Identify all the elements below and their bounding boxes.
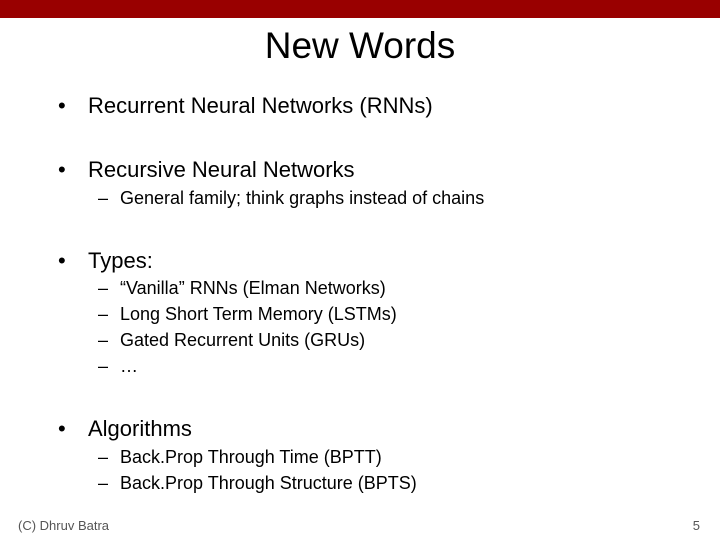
sub-bullet-item: –Back.Prop Through Structure (BPTS) <box>98 472 417 494</box>
bullet-text: Algorithms <box>88 416 192 441</box>
bullet-item: • Algorithms <box>58 416 192 442</box>
sub-bullet-text: General family; think graphs instead of … <box>120 188 485 208</box>
sub-bullet-text: Long Short Term Memory (LSTMs) <box>120 304 397 324</box>
sub-bullet-text: … <box>120 356 138 376</box>
bullet-marker: • <box>58 93 66 118</box>
bullet-item: • Recurrent Neural Networks (RNNs) <box>58 93 433 119</box>
slide-title: New Words <box>264 25 456 66</box>
sub-bullet-item: –Gated Recurrent Units (GRUs) <box>98 329 365 351</box>
sub-bullet-item: –General family; think graphs instead of… <box>98 187 484 209</box>
dash-marker: – <box>98 188 109 208</box>
sub-bullet-item: –Long Short Term Memory (LSTMs) <box>98 303 397 325</box>
dash-marker: – <box>98 356 109 376</box>
dash-marker: – <box>98 278 109 298</box>
sub-bullet-item: –… <box>98 355 138 377</box>
sub-bullet-item: –Back.Prop Through Time (BPTT) <box>98 446 382 468</box>
bullet-marker: • <box>58 157 66 182</box>
bullet-item: • Recursive Neural Networks <box>58 157 355 183</box>
dash-marker: – <box>98 304 109 324</box>
dash-marker: – <box>98 447 109 467</box>
page-number: 5 <box>692 518 700 533</box>
sub-bullet-text: Gated Recurrent Units (GRUs) <box>120 330 366 350</box>
dash-marker: – <box>98 330 109 350</box>
bullet-marker: • <box>58 416 66 441</box>
bullet-text: Recursive Neural Networks <box>88 157 355 182</box>
bullet-text: Recurrent Neural Networks (RNNs) <box>88 93 433 118</box>
bullet-marker: • <box>58 248 66 273</box>
footer-credit: (C) Dhruv Batra <box>18 518 110 533</box>
dash-marker: – <box>98 473 109 493</box>
sub-bullet-text: Back.Prop Through Structure (BPTS) <box>120 473 417 493</box>
sub-bullet-text: Back.Prop Through Time (BPTT) <box>120 447 382 467</box>
sub-bullet-text: “Vanilla” RNNs (Elman Networks) <box>120 278 386 298</box>
bullet-text: Types: <box>88 248 153 273</box>
header-accent-bar <box>0 0 720 18</box>
bullet-item: • Types: <box>58 248 153 274</box>
sub-bullet-item: –“Vanilla” RNNs (Elman Networks) <box>98 277 386 299</box>
